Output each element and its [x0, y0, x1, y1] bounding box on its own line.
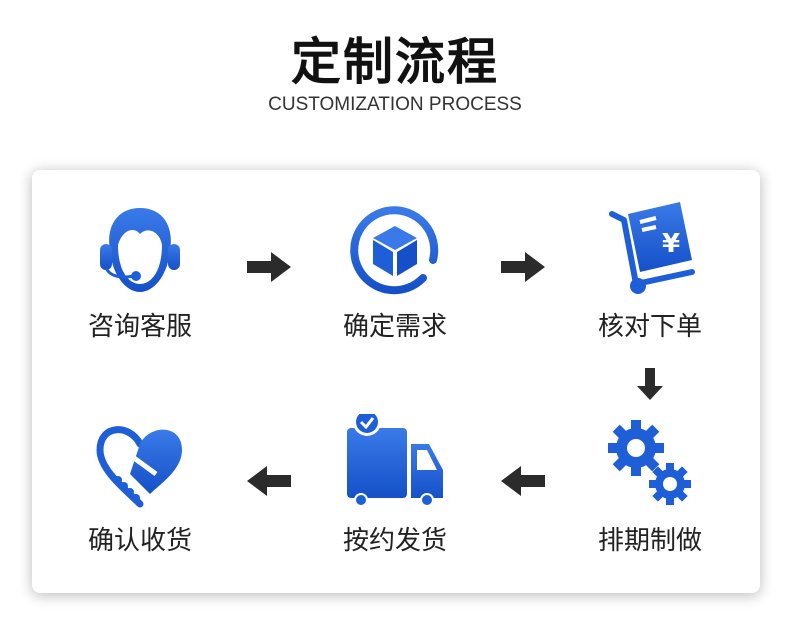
arrow-left-icon: [247, 466, 291, 496]
step-confirm-receipt: 确认收货: [40, 414, 240, 557]
order-cart-icon: ¥: [609, 202, 695, 294]
arrow-left-icon: [501, 466, 545, 496]
step-ship: 按约发货: [295, 414, 495, 557]
arrow-down-icon: [637, 368, 663, 400]
gears-icon: [608, 420, 691, 505]
step-confirm-needs: 确定需求: [295, 200, 495, 343]
step-label: 排期制做: [597, 526, 702, 556]
page-title: 定制流程: [291, 33, 499, 91]
customer-service-headset-icon: [100, 208, 180, 292]
step-schedule-production: 排期制做: [550, 414, 750, 557]
step-label: 按约发货: [342, 526, 447, 556]
box-icon: [350, 206, 439, 295]
step-label: 核对下单: [597, 312, 702, 342]
page-subtitle: CUSTOMIZATION PROCESS: [268, 94, 522, 115]
svg-text:¥: ¥: [662, 229, 680, 259]
delivery-truck-icon: [347, 414, 443, 507]
step-label: 确定需求: [342, 312, 447, 342]
step-label: 咨询客服: [87, 312, 192, 342]
step-consult: 咨询客服: [40, 200, 240, 343]
arrow-right-icon: [247, 252, 291, 282]
handshake-heart-icon: [96, 426, 182, 508]
step-label: 确认收货: [87, 526, 192, 556]
arrow-right-icon: [501, 252, 545, 282]
step-place-order: ¥ 核对下单: [550, 200, 750, 343]
